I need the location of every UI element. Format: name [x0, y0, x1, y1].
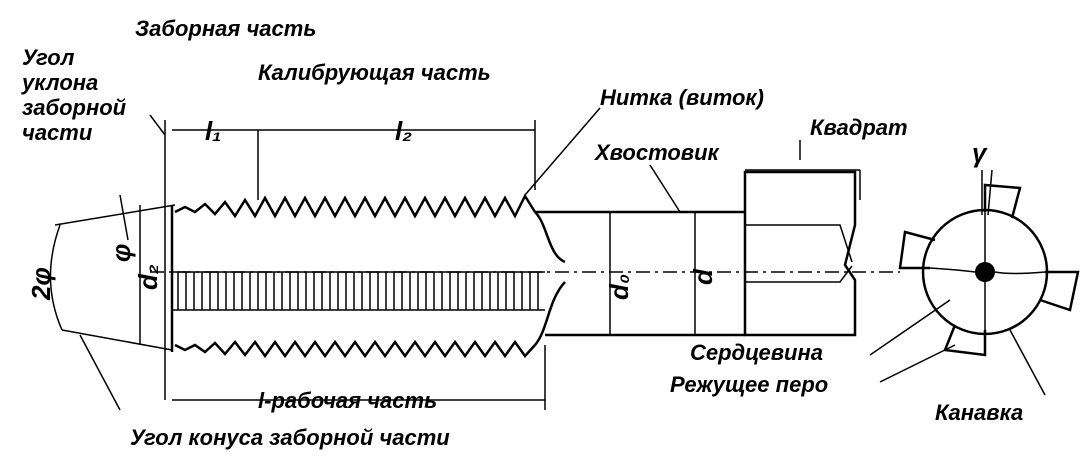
flute-curves — [929, 212, 1046, 330]
symbol-two-phi: 2φ — [26, 267, 56, 301]
symbol-phi: φ — [106, 244, 136, 262]
symbol-d2: d₂ — [133, 264, 163, 290]
label-flute: Канавка — [935, 400, 1023, 425]
cutting-land — [943, 324, 987, 357]
end-view — [898, 169, 1080, 357]
label-chamfer-angle-2: уклона — [21, 70, 98, 95]
shank — [535, 170, 857, 337]
tap-body — [170, 193, 566, 359]
cutting-land — [898, 230, 936, 270]
top-thread — [174, 193, 537, 219]
dimensions — [49, 120, 861, 410]
symbol-l2: l₂ — [395, 116, 412, 146]
leaders — [79, 107, 1046, 411]
label-thread-turn: Нитка (виток) — [600, 85, 764, 110]
symbol-l1: l₁ — [205, 116, 221, 146]
bottom-thread — [174, 339, 536, 359]
label-chamfer-part: Заборная часть — [135, 16, 316, 41]
label-cutting-land: Режущее перо — [670, 372, 828, 397]
rake-angle-line — [987, 169, 993, 216]
flute-runout — [534, 211, 566, 346]
center-point — [975, 262, 995, 282]
symbol-gamma: γ — [972, 138, 988, 168]
symbol-d0: d₀ — [604, 274, 634, 300]
label-core: Сердцевина — [690, 340, 823, 365]
label-shank: Хвостовик — [593, 140, 721, 165]
label-calibrating-part: Калибрующая часть — [258, 60, 491, 85]
cutting-land — [1039, 270, 1080, 312]
label-chamfer-angle-4: части — [22, 120, 93, 145]
label-cone-angle: Угол конуса заборной части — [130, 425, 450, 450]
label-working-part: l-рабочая часть — [258, 388, 437, 413]
label-chamfer-angle-1: Угол — [22, 45, 75, 70]
cutting-land — [983, 183, 1022, 219]
flute-hatching — [172, 271, 545, 311]
square-end — [743, 170, 857, 337]
label-chamfer-angle-3: заборной — [22, 95, 127, 120]
symbol-d: d — [688, 268, 718, 285]
label-square: Квадрат — [810, 115, 908, 140]
square-facets — [745, 224, 853, 283]
